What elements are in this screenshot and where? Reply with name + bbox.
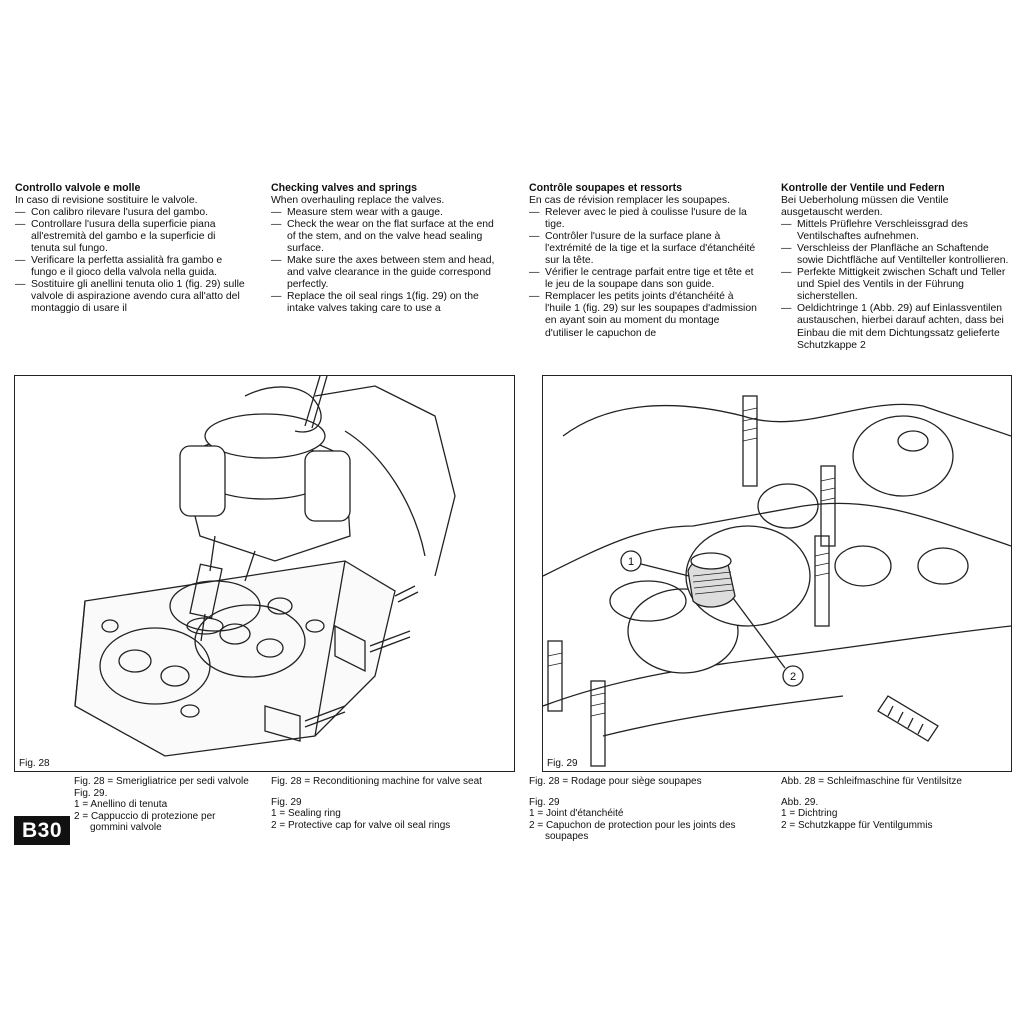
- valve-seat-grinder-drawing: Fig. 28: [19, 376, 456, 769]
- figure-28-illustration: Fig. 28: [14, 375, 515, 772]
- caption-fig29: Fig. 29.: [74, 787, 108, 799]
- list-item: —Vérifier le centrage parfait entre tige…: [529, 267, 754, 291]
- column-german: Kontrolle der Ventile und Federn Bei Ueb…: [781, 182, 1009, 352]
- section-title: Contrôle soupapes et ressorts: [529, 182, 683, 194]
- lead-text: When overhauling replace the valves.: [271, 194, 445, 206]
- column-english: Checking valves and springs When overhau…: [271, 182, 501, 315]
- list-item: —Contrôler l'usure de la surface plane à…: [529, 230, 756, 266]
- caption-fig28: Fig. 28 = Rodage pour siège soupapes: [529, 776, 702, 787]
- lead-text: En cas de révision remplacer les soupape…: [529, 194, 730, 206]
- list-item: —Oeldichtringe 1 (Abb. 29) auf Einlassve…: [781, 303, 1004, 351]
- caption-item-1: 1 = Sealing ring: [271, 808, 341, 820]
- caption-fig28: Fig. 28 = Smerigliatrice per sedi valvol…: [74, 776, 249, 787]
- page-number-badge: B30: [14, 816, 70, 845]
- list-item: —Measure stem wear with a gauge.: [271, 206, 443, 218]
- caption-fig28: Fig. 28 = Reconditioning machine for val…: [271, 776, 482, 787]
- lead-text: Bei Ueberholung müssen die Ventile ausge…: [781, 194, 949, 218]
- caption-fig28: Abb. 28 = Schleifmaschine für Ventilsitz…: [781, 776, 962, 787]
- list-item: —Mittels Prüflehre Verschleissgrad des V…: [781, 218, 968, 242]
- caption-english: Fig. 28 = Reconditioning machine for val…: [271, 776, 501, 831]
- figure-label: Fig. 28: [19, 758, 50, 769]
- list-item: —Verschleiss der Planfläche an Schaftend…: [781, 242, 1009, 266]
- caption-item-1: 1 = Anellino di tenuta: [74, 799, 168, 811]
- valve-seal-ring-drawing: 1 2 Fig. 29: [543, 395, 1011, 769]
- caption-item-2: 2 = Schutzkappe für Ventilgummis: [781, 819, 933, 831]
- list-item: —Controllare l'usura della superficie pi…: [15, 218, 216, 254]
- lead-text: In caso di revisione sostituire le valvo…: [15, 194, 198, 206]
- list-item: —Con calibro rilevare l'usura del gambo.: [15, 206, 208, 218]
- list-item: —Remplacer les petits joints d'étanchéit…: [529, 291, 757, 339]
- list-item: —Replace the oil seal rings 1(fig. 29) o…: [271, 291, 479, 315]
- figure-29-illustration: 1 2 Fig. 29: [542, 375, 1012, 772]
- list-item: —Make sure the axes between stem and hea…: [271, 254, 495, 291]
- section-title: Checking valves and springs: [271, 182, 418, 194]
- caption-fig29: Fig. 29: [271, 796, 302, 808]
- figure-label: Fig. 29: [547, 758, 578, 769]
- list-item: —Verificare la perfetta assialità fra ga…: [15, 254, 223, 279]
- callout-2: 2: [790, 671, 796, 683]
- caption-german: Abb. 28 = Schleifmaschine für Ventilsitz…: [781, 776, 1009, 831]
- column-french: Contrôle soupapes et ressorts En cas de …: [529, 182, 757, 340]
- caption-item-2: 2 = Capuchon de protection pour les join…: [529, 819, 736, 843]
- caption-item-1: 1 = Joint d'étanchéité: [529, 808, 624, 820]
- caption-italian: Fig. 28 = Smerigliatrice per sedi valvol…: [74, 776, 249, 834]
- caption-fig29: Abb. 29.: [781, 796, 819, 808]
- section-title: Controllo valvole e molle: [15, 182, 141, 194]
- callout-1: 1: [628, 556, 634, 568]
- caption-french: Fig. 28 = Rodage pour siège soupapes Fig…: [529, 776, 759, 843]
- caption-item-2: 2 = Protective cap for valve oil seal ri…: [271, 819, 451, 831]
- section-title: Kontrolle der Ventile und Federn: [781, 182, 945, 194]
- list-item: —Relever avec le pied à coulisse l'usure…: [529, 206, 747, 230]
- caption-item-1: 1 = Dichtring: [781, 808, 838, 820]
- column-italian: Controllo valvole e molle In caso di rev…: [15, 182, 247, 315]
- caption-item-2: 2 = Cappuccio di protezione per gommini …: [74, 810, 216, 834]
- list-item: —Check the wear on the flat surface at t…: [271, 218, 494, 254]
- list-item: —Sostituire gli anellini tenuta olio 1 (…: [15, 279, 245, 315]
- caption-fig29: Fig. 29: [529, 796, 560, 808]
- list-item: —Perfekte Mittigkeit zwischen Schaft und…: [781, 267, 1006, 303]
